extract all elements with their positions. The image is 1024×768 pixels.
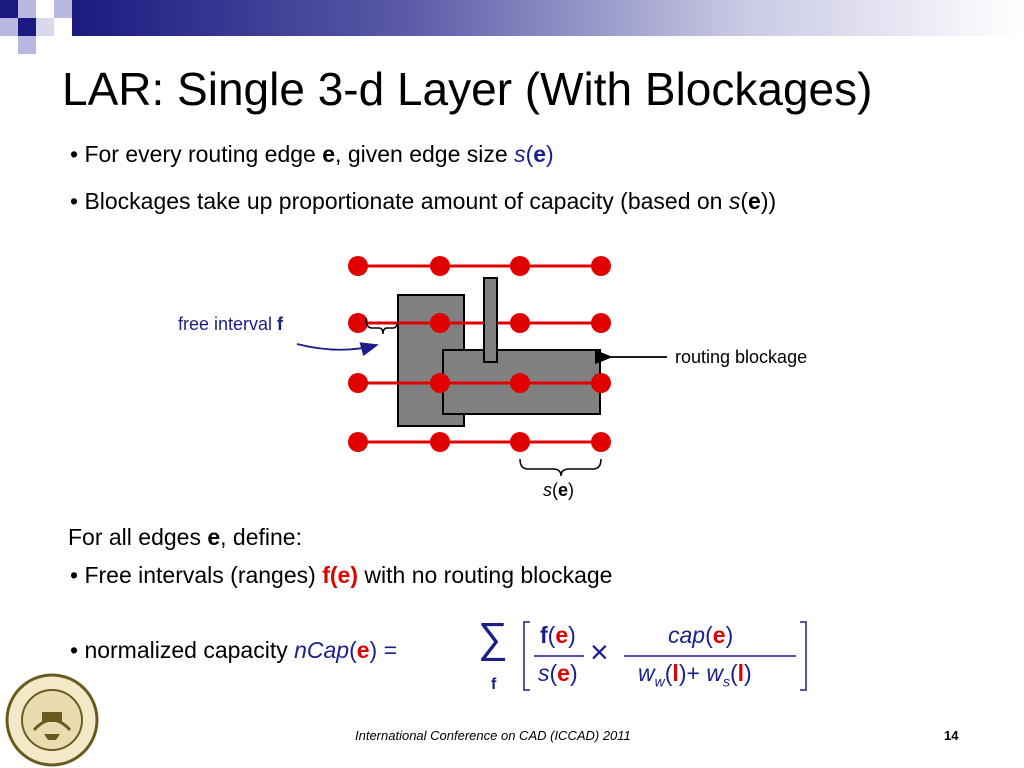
free-interval-brace [365, 317, 399, 335]
edge-size-brace [519, 458, 602, 477]
formula-brackets [523, 621, 807, 691]
bullet-blockages: • Blockages take up proportionate amount… [70, 188, 777, 214]
track-row-2 [348, 313, 611, 333]
free-interval-label: free interval f [178, 314, 284, 334]
summation-index: f [491, 676, 497, 693]
routing-diagram [296, 256, 667, 477]
fraction-2-numerator: cap(e) [668, 622, 734, 648]
define-line: For all edges e, define: [68, 524, 302, 550]
university-seal-logo [5, 673, 99, 767]
track-row-4 [348, 432, 611, 452]
track-row-1 [348, 256, 611, 276]
free-interval-arrow [296, 342, 379, 357]
track-row-3 [348, 373, 611, 393]
summation-symbol: ∑ [478, 614, 508, 661]
bullet-routing-edge: • For every routing edge e, given edge s… [70, 141, 554, 167]
fraction-1-numerator: f(e) [540, 622, 576, 648]
times-symbol: × [590, 634, 609, 670]
slide-title: LAR: Single 3-d Layer (With Blockages) [62, 63, 873, 115]
fraction-2-denominator: ww(l)+ ws(l) [638, 660, 752, 690]
bullet-free-intervals: • Free intervals (ranges) f(e) with no r… [70, 562, 613, 588]
header-gradient-bar [72, 0, 1024, 36]
bullet-normalized-capacity: • normalized capacity nCap(e) = [70, 637, 398, 663]
routing-blockage-label: routing blockage [675, 347, 808, 367]
footer-conference: International Conference on CAD (ICCAD) … [355, 728, 631, 743]
capacity-formula: ∑ f f(e) s(e) × cap(e) ww(l)+ ws(l) [478, 612, 818, 702]
blockage-pin [483, 277, 498, 363]
page-number: 14 [944, 728, 959, 743]
edge-size-label: s(e) [543, 480, 575, 500]
fraction-1-denominator: s(e) [538, 660, 578, 686]
